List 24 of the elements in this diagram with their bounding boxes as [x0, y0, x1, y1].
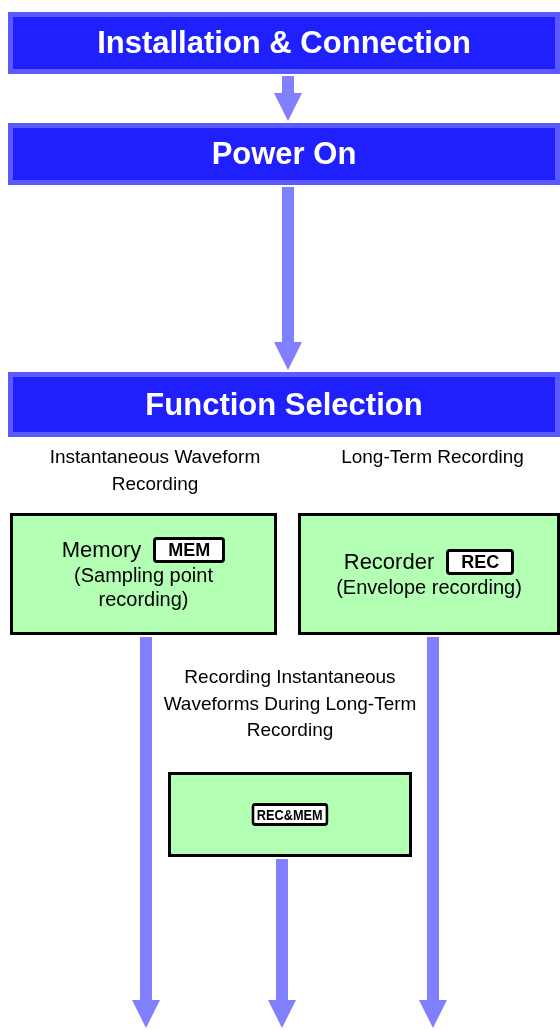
step-box [8, 123, 560, 185]
key-label: REC&MEM [251, 802, 329, 827]
flow-arrow [132, 637, 160, 1028]
function-box [298, 513, 560, 635]
function-name: Memory [61, 537, 142, 563]
flow-arrow [274, 76, 302, 121]
flow-arrow [268, 859, 296, 1028]
step-title: Power On [211, 136, 357, 172]
flow-arrow [274, 187, 302, 370]
function-box [10, 513, 277, 635]
key-label: REC [446, 548, 515, 576]
key-label: MEM [153, 536, 226, 564]
step-title: Function Selection [145, 386, 423, 423]
caption-text: Instantaneous Waveform Recording [48, 445, 262, 496]
step-title: Installation & Connection [97, 25, 471, 61]
function-box [168, 772, 412, 857]
step-box [8, 372, 560, 437]
flow-arrow [419, 637, 447, 1028]
caption-text: Recording Instantaneous Waveforms During Long-Term Recording [162, 665, 418, 743]
function-name: Recorder [343, 549, 435, 575]
function-description: (Sampling point recording) [73, 563, 214, 612]
step-box [8, 12, 560, 74]
function-description: (Envelope recording) [336, 575, 522, 600]
caption-text: Long-Term Recording [340, 445, 525, 469]
